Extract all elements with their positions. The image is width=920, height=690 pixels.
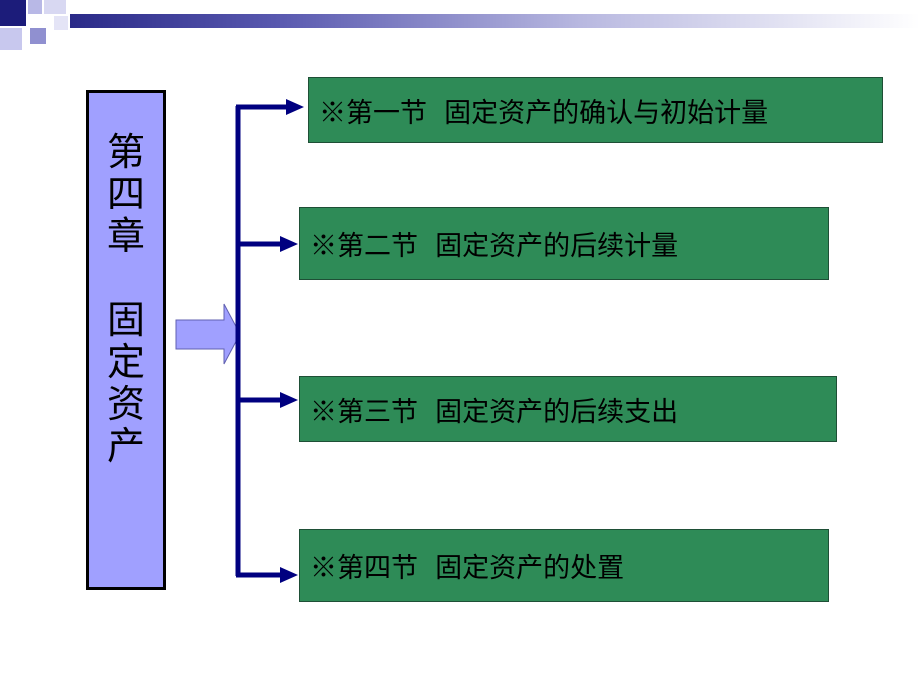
corner-square-light	[54, 16, 68, 30]
section-label: ※第一节 固定资产的确认与初始计量	[319, 97, 769, 129]
chapter-box: 第 四 章 固 定 资 产	[86, 90, 166, 590]
corner-square-light	[44, 0, 66, 14]
arrowhead-2	[280, 236, 298, 252]
corner-square-mid	[30, 28, 46, 44]
header-gradient-bar	[70, 14, 920, 28]
arrowhead-1	[286, 99, 304, 115]
corner-square-dark	[0, 0, 26, 26]
section-label: ※第四节 固定资产的处置	[310, 553, 625, 584]
corner-square-light	[0, 28, 22, 50]
corner-square-light	[28, 0, 42, 14]
section-label: ※第三节 固定资产的后续支出	[310, 396, 679, 428]
big-right-arrow	[175, 303, 241, 365]
section-box-1: ※第一节 固定资产的确认与初始计量	[308, 77, 883, 143]
arrowhead-4	[280, 567, 298, 583]
section-box-2: ※第二节 固定资产的后续计量	[299, 207, 829, 280]
arrowhead-3	[280, 392, 298, 408]
section-box-3: ※第三节 固定资产的后续支出	[299, 376, 837, 442]
section-label: ※第二节 固定资产的后续计量	[310, 231, 679, 262]
section-box-4: ※第四节 固定资产的处置	[299, 529, 829, 602]
chapter-title: 第 四 章 固 定 资 产	[106, 130, 145, 468]
